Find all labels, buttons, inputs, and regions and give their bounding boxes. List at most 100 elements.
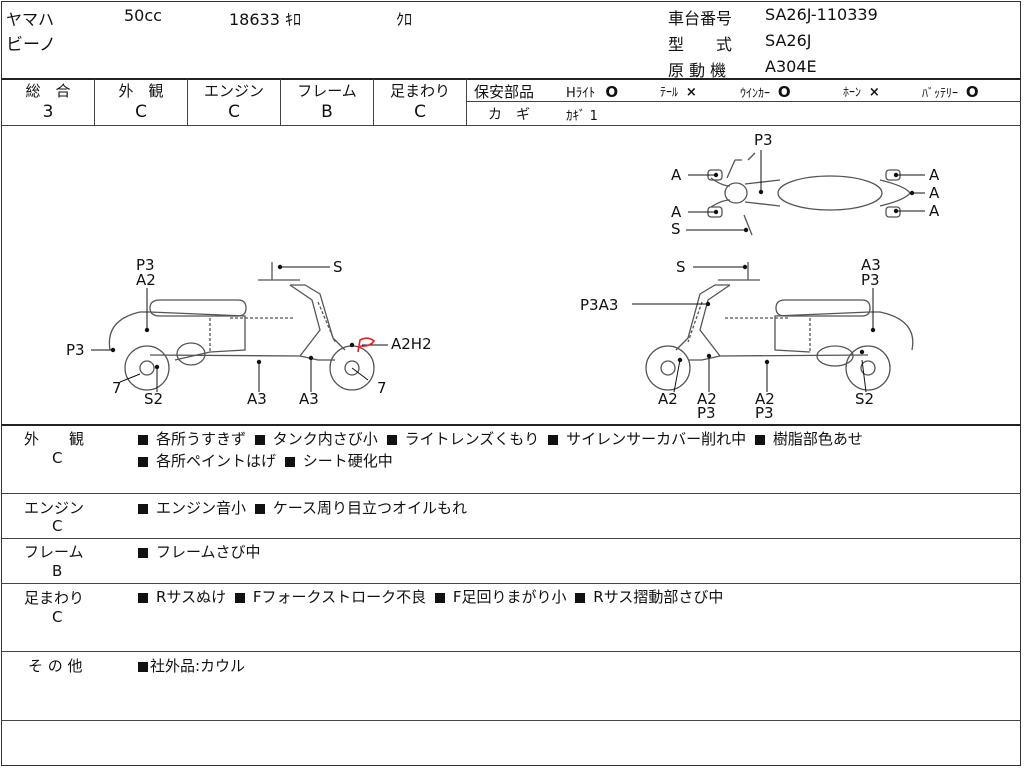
- remark-item: サイレンサーカバー削れ中: [566, 430, 747, 448]
- diagram-label: S2: [855, 390, 875, 408]
- frame-no-label: 車台番号: [668, 9, 733, 28]
- remark-item: Rサス摺動部さび中: [593, 588, 724, 606]
- remark-item: タンク内さび小: [272, 430, 378, 448]
- remark-item: 社外品:カウル: [150, 657, 246, 675]
- remark-label-exterior: 外 観: [24, 430, 85, 448]
- remark-line: 各所うすきず タンク内さび小 ライトレンズくもり サイレンサーカバー削れ中 樹脂…: [134, 428, 863, 449]
- left-side-scooter: [108, 262, 375, 391]
- remark-grade-suspension: C: [52, 608, 63, 626]
- safety-item-tail: ﾃｰﾙ ×: [660, 83, 697, 100]
- diagram-label: A3: [861, 256, 881, 274]
- remark-item: 各所ペイントはげ: [156, 452, 277, 470]
- safety-parts-label: 保安部品: [474, 83, 535, 101]
- divider: [466, 79, 467, 125]
- divider: [466, 101, 1021, 102]
- right-side-scooter: [645, 262, 914, 391]
- body-color: ｸﾛ: [396, 10, 413, 29]
- diagram-label: A3: [299, 390, 319, 408]
- safety-item-mark: ×: [685, 85, 697, 100]
- engine-code-label: 原 動 機: [668, 61, 727, 80]
- maker: ヤマハ: [6, 10, 55, 29]
- bullet-square-icon: [138, 548, 148, 558]
- diagram-label: A2: [658, 390, 678, 408]
- remark-item: Fフォークストローク不良: [252, 588, 427, 606]
- diagram-label: S2: [144, 390, 164, 408]
- divider: [1, 78, 1021, 80]
- remark-label-engine: エンジン: [24, 499, 85, 517]
- divider: [1, 651, 1021, 652]
- divider: [373, 79, 374, 125]
- bullet-square-icon: [138, 457, 148, 467]
- diagram-label: S: [333, 258, 343, 276]
- diagram-label: S: [676, 258, 686, 276]
- divider: [280, 79, 281, 125]
- safety-item-mark: O: [605, 83, 619, 101]
- suspension-grade: C: [414, 102, 426, 122]
- remark-label-other: そ の 他: [28, 657, 83, 675]
- frame-grade: B: [321, 102, 333, 122]
- safety-item-name: Hﾗｲﾄ: [566, 86, 596, 101]
- diagram-label: A: [671, 203, 682, 221]
- remark-line: エンジン音小 ケース周り目立つオイルもれ: [134, 497, 467, 518]
- diagram-label: A2: [755, 390, 775, 408]
- diagram-label: P3: [697, 404, 716, 422]
- engine-label: エンジン: [203, 82, 264, 100]
- diagram-label: S: [671, 220, 681, 238]
- remark-label-suspension: 足まわり: [24, 589, 85, 607]
- suspension-label: 足まわり: [389, 82, 450, 100]
- bullet-square-icon: [254, 435, 265, 445]
- bullet-square-icon: [138, 593, 148, 603]
- remark-item: F足回りまがり小: [452, 588, 567, 606]
- leader-lines: [91, 150, 925, 393]
- top-view-scooter: [707, 152, 911, 236]
- divider: [1, 538, 1021, 539]
- diagram-label: A3: [247, 390, 267, 408]
- mileage: 18633 ｷﾛ: [229, 10, 301, 29]
- divider: [187, 79, 188, 125]
- remark-item: フレームさび中: [156, 543, 261, 561]
- remark-line: Rサスぬけ Fフォークストローク不良 F足回りまがり小 Rサス摺動部さび中: [134, 586, 723, 607]
- model-name: ビーノ: [6, 35, 56, 55]
- damage-diagram: [91, 150, 925, 393]
- remark-item: シート硬化中: [302, 452, 393, 470]
- bullet-square-icon: [138, 504, 148, 514]
- type-value: SA26J: [765, 31, 812, 50]
- divider: [94, 79, 95, 125]
- safety-item-mark: O: [777, 83, 791, 101]
- diagram-label: P3: [755, 404, 774, 422]
- remark-grade-engine: C: [52, 517, 63, 535]
- remark-line: 社外品:カウル: [134, 655, 245, 676]
- bullet-square-icon: [754, 435, 765, 445]
- safety-item-winker: ｳｲﾝｶｰ O: [740, 83, 791, 101]
- bullet-square-icon: [548, 435, 559, 445]
- bullet-square-icon: [575, 593, 586, 603]
- divider: [1, 493, 1021, 494]
- diagram-label: P3A3: [580, 296, 619, 314]
- frame-label: フレーム: [297, 82, 357, 100]
- diagram-label: A2: [697, 390, 717, 408]
- damage-points: [110, 172, 915, 370]
- safety-item-name: ﾊﾞｯﾃﾘｰ: [922, 86, 959, 100]
- red-damage-mark: [357, 337, 376, 353]
- diagram-label: A: [671, 166, 682, 184]
- exterior-label: 外 観: [118, 82, 164, 100]
- bullet-square-icon: [386, 435, 397, 445]
- bullet-square-icon: [434, 593, 445, 603]
- safety-item-name: ﾃｰﾙ: [660, 85, 679, 99]
- safety-item-headlight: Hﾗｲﾄ O: [566, 82, 618, 101]
- safety-item-horn: ﾎｰﾝ ×: [843, 83, 880, 100]
- remark-grade-frame: B: [52, 562, 63, 580]
- diagram-label: P3: [66, 341, 85, 359]
- diagram-label: A: [929, 202, 940, 220]
- bullet-square-icon: [234, 593, 245, 603]
- frame-no: SA26J-110339: [765, 5, 878, 24]
- overall-grade: 3: [42, 102, 54, 122]
- remark-item: エンジン音小: [156, 499, 247, 517]
- safety-item-mark: ×: [868, 85, 880, 100]
- safety-item-name: ﾎｰﾝ: [843, 85, 862, 99]
- remark-item: 各所うすきず: [156, 430, 247, 448]
- bullet-square-icon: [138, 662, 148, 672]
- divider: [1, 125, 1021, 126]
- type-label: 型 式: [668, 35, 733, 54]
